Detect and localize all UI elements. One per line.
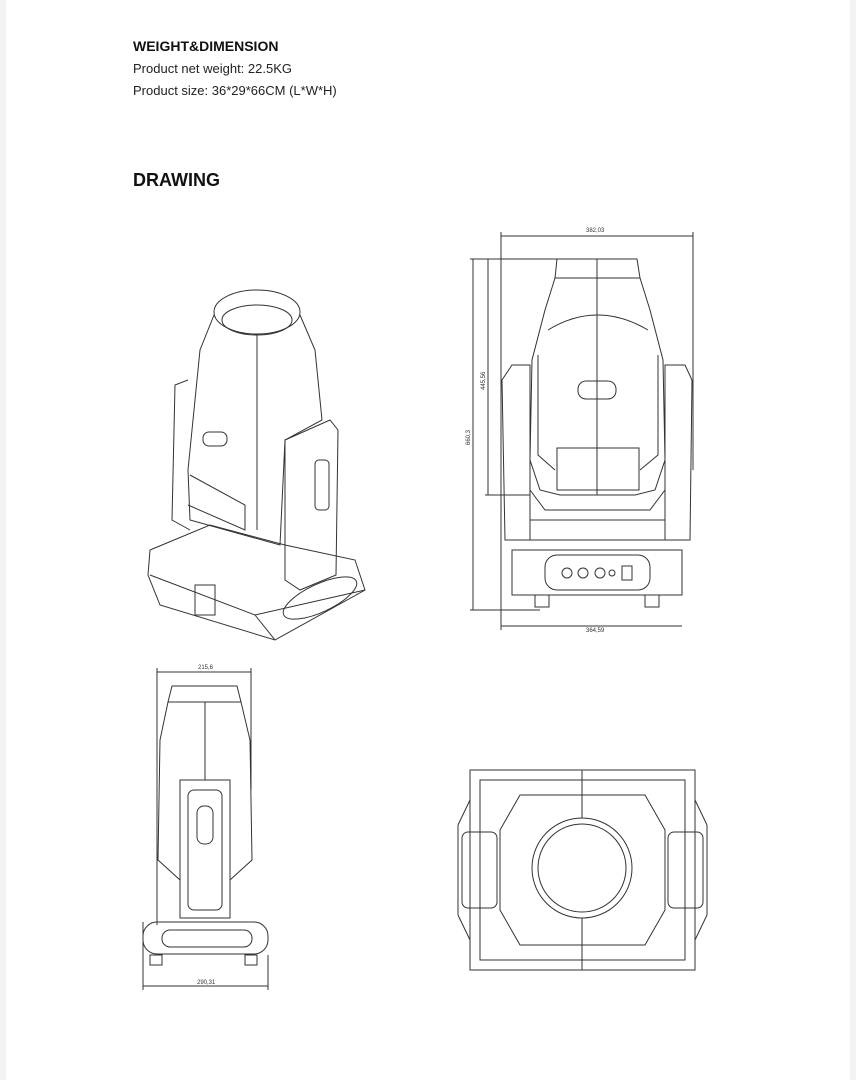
perspective-view-drawing <box>147 289 366 641</box>
drawing-heading: DRAWING <box>133 170 220 190</box>
dim-front-width-top: 382,03 <box>586 228 605 234</box>
front-view-drawing: 382,03 445,56 660,3 364,59 <box>466 228 694 634</box>
product-size-text: Product size: 36*29*66CM (L*W*H) <box>133 83 337 98</box>
side-view-drawing: 215,6 290,31 <box>142 665 269 990</box>
dim-front-head-height: 445,56 <box>481 371 487 390</box>
dim-side-width-bottom: 290,31 <box>197 980 216 986</box>
dim-side-width-top: 215,6 <box>198 665 214 671</box>
net-weight-text: Product net weight: 22.5KG <box>133 61 292 76</box>
weight-dimension-heading: WEIGHT&DIMENSION <box>133 38 279 54</box>
top-view-drawing <box>457 769 708 971</box>
dim-front-width-bottom: 364,59 <box>586 628 605 634</box>
document-page: WEIGHT&DIMENSION Product net weight: 22.… <box>6 0 850 1080</box>
dim-front-total-height: 660,3 <box>466 429 472 445</box>
